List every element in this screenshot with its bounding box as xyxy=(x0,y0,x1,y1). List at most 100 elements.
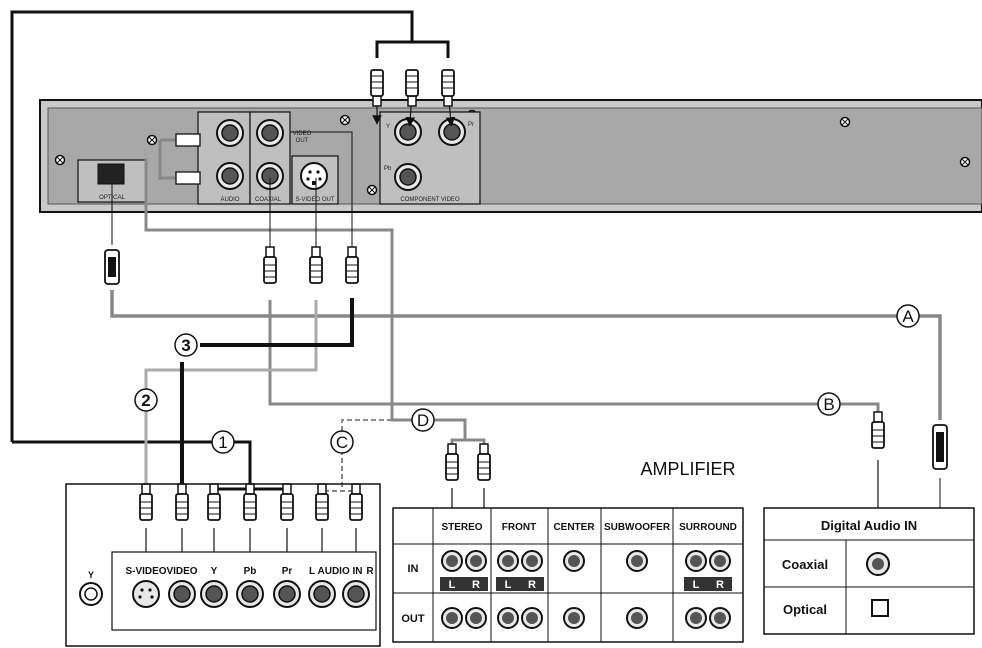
tv-y-jack[interactable] xyxy=(200,580,228,608)
coaxial-label: COAXIAL xyxy=(255,197,282,203)
marker-b: B xyxy=(817,392,841,416)
plug-icon xyxy=(315,483,329,521)
svg-text:2: 2 xyxy=(141,391,150,410)
component-video-area xyxy=(379,111,481,205)
plug-icon xyxy=(871,411,885,449)
component-pr-jack[interactable] xyxy=(438,118,466,146)
tv-svideo-jack[interactable] xyxy=(132,580,160,608)
svg-text:B: B xyxy=(823,395,834,414)
svg-text:A: A xyxy=(902,307,914,326)
component-y-jack[interactable] xyxy=(394,118,422,146)
cable-coaxial xyxy=(268,178,883,553)
digital-audio-in-panel: Digital Audio IN Coaxial Optical xyxy=(763,507,975,635)
marker-2: 2 xyxy=(134,388,158,412)
marker-3: 3 xyxy=(174,333,198,357)
svideo-out-label: S-VIDEO OUT xyxy=(295,197,334,203)
video-out-label-2: OUT xyxy=(296,138,309,144)
cable-component xyxy=(10,10,456,500)
video-out-label: VIDEO xyxy=(293,131,312,137)
tv-svideo-label: S-VIDEO xyxy=(125,566,166,577)
tv-audio-l-label: L xyxy=(309,566,315,577)
plug-icon xyxy=(263,246,277,284)
tv-pb-label: Pb xyxy=(244,566,257,577)
dvd-player-rear-panel: OPTICAL AUDIO VIDEO OUT COAXIAL S-VIDEO … xyxy=(39,99,982,213)
amp-in-jacks xyxy=(441,550,731,572)
amp-col-stereo: STEREO xyxy=(441,522,482,533)
amp-r-label: R xyxy=(716,579,724,591)
plug-icon xyxy=(441,69,455,107)
tv-audio-l-jack[interactable] xyxy=(308,580,336,608)
audio-out-jack[interactable] xyxy=(216,162,244,190)
plug-icon xyxy=(309,246,323,284)
screw-icon xyxy=(146,134,158,146)
component-y-label: Y xyxy=(386,124,390,130)
audio-out-jack[interactable] xyxy=(216,119,244,147)
screw-icon xyxy=(959,156,971,168)
amp-r-label: R xyxy=(528,579,536,591)
svideo-out-jack[interactable] xyxy=(300,162,328,190)
tv-pr-jack[interactable] xyxy=(273,580,301,608)
tv-y-label: Y xyxy=(211,566,218,577)
amp-row-in: IN xyxy=(408,563,419,575)
marker-d: D xyxy=(411,408,435,432)
amp-row-out: OUT xyxy=(401,613,425,625)
svg-text:D: D xyxy=(417,411,429,430)
tv-video-jack[interactable] xyxy=(168,580,196,608)
amp-l-label: L xyxy=(505,579,512,591)
audio-label: AUDIO xyxy=(220,197,239,203)
marker-a: A xyxy=(896,304,920,328)
tv-input-panel: Y S-VIDEO VIDEO Y Pb Pr L AUDIO IN R xyxy=(65,483,381,647)
plug-icon xyxy=(405,69,419,107)
component-pb-jack[interactable] xyxy=(394,163,422,191)
screw-icon xyxy=(54,154,66,166)
tv-pb-jack[interactable] xyxy=(236,580,264,608)
digital-audio-title: Digital Audio IN xyxy=(821,518,917,533)
tv-audio-r-label: R xyxy=(366,566,374,577)
lr-badge xyxy=(440,577,488,591)
tv-audio-r-jack[interactable] xyxy=(342,580,370,608)
plug-icon xyxy=(345,246,359,284)
lr-badge xyxy=(684,577,732,591)
amp-col-subwoofer: SUBWOOFER xyxy=(604,522,671,533)
plug-icon xyxy=(477,443,491,481)
screw-icon xyxy=(339,114,351,126)
amplifier-panel: STEREO FRONT CENTER SUBWOOFER SURROUND I… xyxy=(392,507,744,643)
svg-text:C: C xyxy=(336,433,348,452)
amp-l-label: L xyxy=(693,579,700,591)
amp-out-jacks xyxy=(441,607,731,629)
marker-c: C xyxy=(330,430,354,454)
plug-icon xyxy=(139,483,153,521)
amp-r-label: R xyxy=(472,579,480,591)
cable-video xyxy=(177,131,354,580)
marker-1: 1 xyxy=(211,430,235,454)
tv-pr-label: Pr xyxy=(282,566,293,577)
amp-col-surround: SURROUND xyxy=(679,522,737,533)
optical-plug-icon xyxy=(104,249,948,470)
plug-icon xyxy=(175,133,201,147)
plug-icon xyxy=(175,171,201,185)
tv-audio-in-label: AUDIO IN xyxy=(318,566,363,577)
amp-l-label: L xyxy=(449,579,456,591)
component-pr-label: Pr xyxy=(468,122,474,128)
lr-badge xyxy=(496,577,544,591)
component-pb-label: Pb xyxy=(384,166,392,172)
plug-icon xyxy=(280,483,294,521)
antenna-icon: Y xyxy=(88,570,94,580)
video-out-jack[interactable] xyxy=(256,119,284,147)
plug-icon xyxy=(370,69,384,107)
digital-optical-label: Optical xyxy=(783,602,827,617)
screw-icon xyxy=(366,184,378,196)
component-video-label: COMPONENT VIDEO xyxy=(400,197,460,203)
digital-optical-port[interactable] xyxy=(871,599,889,617)
optical-port[interactable] xyxy=(97,163,125,185)
plug-icon xyxy=(445,443,459,481)
digital-coaxial-label: Coaxial xyxy=(782,557,828,572)
plug-icon xyxy=(207,483,221,521)
amp-col-center: CENTER xyxy=(553,522,595,533)
plug-icon xyxy=(175,483,189,521)
tv-video-label: VIDEO xyxy=(166,566,197,577)
plug-icon xyxy=(243,483,257,521)
svg-text:1: 1 xyxy=(218,433,227,452)
